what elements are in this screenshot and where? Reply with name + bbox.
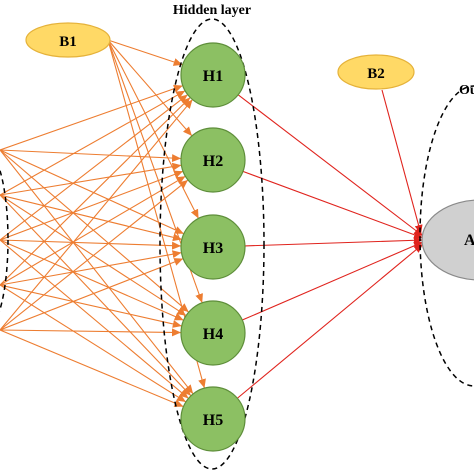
edge-input5-h1 xyxy=(0,99,193,331)
output-layer-label: Ou xyxy=(459,83,474,98)
edge-h5-output xyxy=(237,243,424,399)
edge-input4-h3 xyxy=(0,250,182,286)
edge-input3-h1 xyxy=(0,94,189,241)
hidden-node-h5-label: H5 xyxy=(203,412,223,429)
hidden-to-output-connections xyxy=(237,89,424,399)
hidden-node-h4: H4 xyxy=(180,300,246,366)
edge-b1-h1 xyxy=(107,39,183,66)
edge-input1-h3 xyxy=(0,149,185,235)
bias-b1-label: B1 xyxy=(59,34,77,50)
edge-input4-h5 xyxy=(0,284,187,403)
hidden-node-h2-label: H2 xyxy=(203,153,223,170)
hidden-layer-outline xyxy=(159,18,265,470)
edge-h3-output xyxy=(244,236,424,247)
input-to-hidden-connections xyxy=(0,84,194,408)
edge-input2-h2 xyxy=(0,162,182,196)
bias-b2-label: B2 xyxy=(367,66,385,82)
edge-input1-h5 xyxy=(0,149,194,395)
hidden-node-h3-label: H3 xyxy=(203,240,223,257)
edge-h2-output xyxy=(242,170,424,239)
hidden-node-h1: H1 xyxy=(180,42,246,108)
edge-input1-h1 xyxy=(0,84,183,151)
bias-node-b1: B1 xyxy=(25,22,111,58)
edge-b1-h3 xyxy=(107,39,200,219)
edge-input5-h5 xyxy=(0,329,184,408)
edge-b2-output xyxy=(381,89,423,235)
output-node: A xyxy=(421,199,474,281)
hidden-node-h2: H2 xyxy=(180,127,246,193)
hidden-nodes: H1 H2 H3 H4 H5 xyxy=(180,42,246,452)
edge-input5-h4 xyxy=(0,328,182,337)
hidden-layer-label: Hidden layer xyxy=(173,3,251,18)
output-node-label: A xyxy=(464,232,474,249)
hidden-node-h4-label: H4 xyxy=(203,326,223,343)
bias-node-b2: B2 xyxy=(337,54,415,90)
hidden-node-h3: H3 xyxy=(180,214,246,280)
edge-input3-h2 xyxy=(0,170,184,241)
edge-input3-h4 xyxy=(0,239,184,321)
hidden-node-h1-label: H1 xyxy=(203,68,223,85)
input-layer-outline xyxy=(0,168,9,312)
edge-input3-h3 xyxy=(0,239,182,250)
edge-input2-h3 xyxy=(0,194,183,242)
edge-input4-h1 xyxy=(0,97,191,286)
edge-input5-h3 xyxy=(0,258,184,331)
edge-h1-output xyxy=(237,94,424,237)
edge-b1-h2 xyxy=(107,39,193,137)
edge-input4-h2 xyxy=(0,175,186,286)
edge-input2-h1 xyxy=(0,90,186,196)
edge-input5-h2 xyxy=(0,179,189,331)
edge-input4-h4 xyxy=(0,284,182,328)
edge-h4-output xyxy=(242,241,424,321)
edge-input1-h2 xyxy=(0,149,182,163)
hidden-node-h5: H5 xyxy=(180,386,246,452)
